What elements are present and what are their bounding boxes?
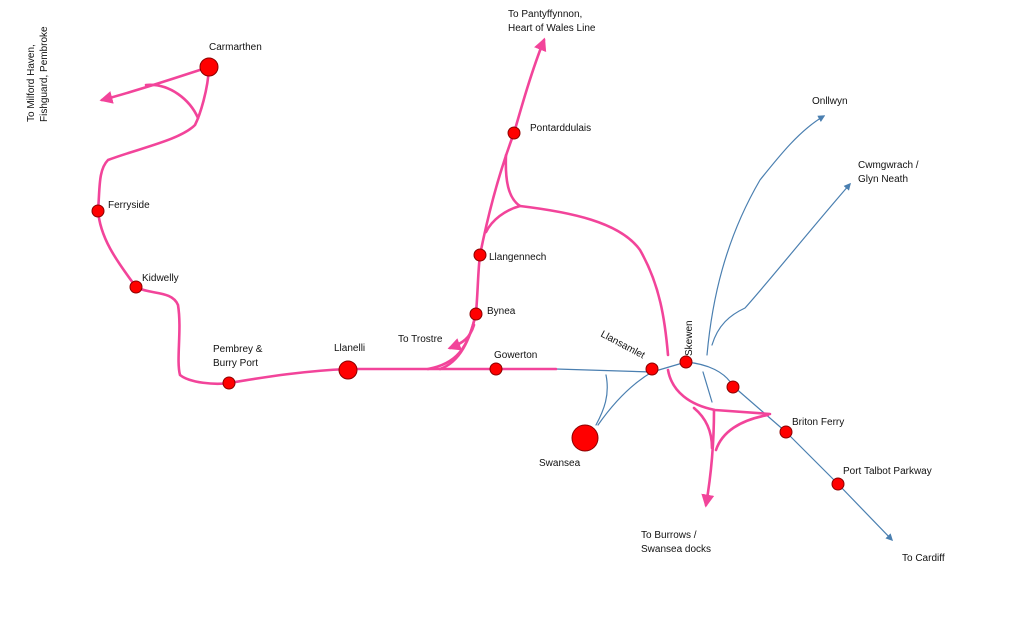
label-llanelli: Llanelli (334, 343, 365, 354)
line-to-milford (99, 65, 211, 104)
station-llansamlet[interactable] (645, 362, 659, 376)
destination-labels: To Milford Haven, Fishguard, Pembroke To… (26, 9, 945, 564)
station-neath[interactable] (726, 380, 740, 394)
line-to-trostre (447, 323, 476, 351)
station-pontarddulais[interactable] (507, 126, 521, 140)
label-ferryside: Ferryside (108, 200, 150, 211)
label-pembrey-line1: Pembrey & (213, 344, 263, 355)
line-to-cwmgwrach (711, 182, 851, 346)
line-burrows-curve-west (692, 406, 714, 450)
station-llanelli[interactable] (338, 360, 358, 380)
label-port-talbot-parkway: Port Talbot Parkway (843, 466, 932, 477)
station-pembrey[interactable] (222, 376, 236, 390)
label-carmarthen: Carmarthen (209, 42, 262, 53)
line-stub-skewen (702, 371, 713, 403)
line-gowerton-llansamlet (555, 368, 653, 373)
label-llangennech: Llangennech (489, 252, 546, 263)
label-kidwelly: Kidwelly (142, 273, 179, 284)
station-ferryside[interactable] (91, 204, 105, 218)
label-cwmgwrach-line2: Glyn Neath (858, 174, 908, 185)
station-port-talbot-parkway[interactable] (831, 477, 845, 491)
station-kidwelly[interactable] (129, 280, 143, 294)
line-carmarthen-curve (144, 83, 200, 120)
station-skewen[interactable] (679, 355, 693, 369)
freight-lines (555, 115, 893, 542)
station-gowerton[interactable] (489, 362, 503, 376)
line-to-cardiff (651, 361, 893, 542)
label-llansamlet: Llansamlet (599, 329, 647, 362)
station-briton-ferry[interactable] (779, 425, 793, 439)
line-to-burrows (701, 408, 716, 508)
label-pontarddulais: Pontarddulais (530, 123, 591, 134)
label-swansea: Swansea (539, 458, 581, 469)
label-milford-line2: Fishguard, Pembroke (39, 26, 50, 122)
stations (91, 57, 845, 491)
label-cwmgwrach-line1: Cwmgwrach / (858, 160, 919, 171)
line-llangennech-curve (484, 204, 522, 234)
label-pembrey-line2: Burry Port (213, 358, 258, 369)
label-gowerton: Gowerton (494, 350, 537, 361)
station-swansea[interactable] (571, 424, 599, 452)
line-llanelli-east-curve (438, 311, 478, 371)
line-to-onllwyn (706, 115, 826, 356)
station-bynea[interactable] (469, 307, 483, 321)
label-onllwyn: Onllwyn (812, 96, 848, 107)
station-labels: Carmarthen Ferryside Kidwelly Pembrey & … (108, 42, 932, 477)
station-llangennech[interactable] (473, 248, 487, 262)
line-skewen-briton-ferry (666, 368, 772, 416)
line-swansea-west-curve (595, 374, 608, 426)
label-burrows-line2: Swansea docks (641, 544, 711, 555)
station-carmarthen[interactable] (199, 57, 219, 77)
passenger-lines (96, 37, 772, 508)
line-heart-of-wales (426, 37, 547, 371)
label-skewen: Skewen (684, 320, 695, 356)
label-bynea: Bynea (487, 306, 516, 317)
line-swansea-east-curve (597, 371, 653, 426)
label-briton-ferry: Briton Ferry (792, 417, 844, 428)
label-cardiff: To Cardiff (902, 553, 945, 564)
label-milford-line1: To Milford Haven, (26, 44, 37, 122)
line-burrows-curve-east (714, 413, 770, 452)
label-trostre: To Trostre (398, 334, 443, 345)
label-pantyffynnon-line2: Heart of Wales Line (508, 23, 596, 34)
label-pantyffynnon-line1: To Pantyffynnon, (508, 9, 582, 20)
line-swansea-district (504, 153, 670, 357)
label-burrows-line1: To Burrows / (641, 530, 697, 541)
